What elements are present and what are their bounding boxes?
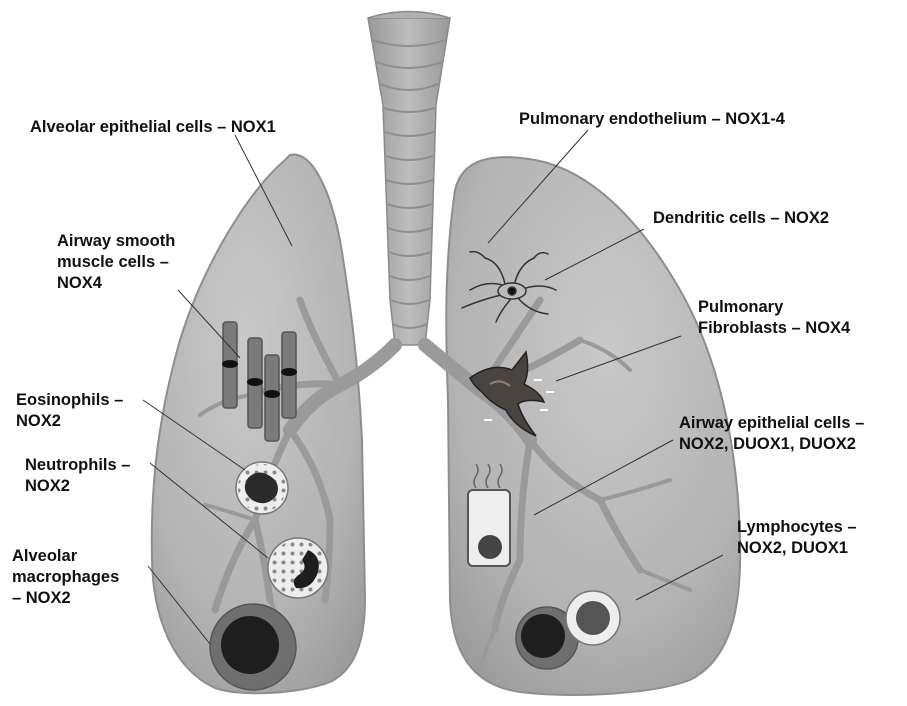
label-airway-smooth-muscle-cells: Airway smoothmuscle cells –NOX4 bbox=[57, 231, 175, 294]
neutrophil-icon bbox=[268, 538, 328, 598]
label-line: Airway epithelial cells – bbox=[679, 413, 864, 434]
label-line: Pulmonary bbox=[698, 297, 850, 318]
label-line: Airway smooth bbox=[57, 231, 175, 252]
label-line: NOX2, DUOX1, DUOX2 bbox=[679, 434, 864, 455]
label-line: Dendritic cells – NOX2 bbox=[653, 208, 829, 229]
label-pulmonary-endothelium: Pulmonary endothelium – NOX1-4 bbox=[519, 109, 785, 130]
label-line: Lymphocytes – bbox=[737, 517, 857, 538]
label-line: Alveolar epithelial cells – NOX1 bbox=[30, 117, 276, 138]
label-line: – NOX2 bbox=[12, 588, 119, 609]
label-line: NOX2, DUOX1 bbox=[737, 538, 857, 559]
lymphocyte-icon bbox=[566, 591, 620, 645]
label-dendritic-cells: Dendritic cells – NOX2 bbox=[653, 208, 829, 229]
label-alveolar-epithelial-cells: Alveolar epithelial cells – NOX1 bbox=[30, 117, 276, 138]
label-line: NOX2 bbox=[16, 411, 123, 432]
label-line: Alveolar bbox=[12, 546, 119, 567]
label-line: Pulmonary endothelium – NOX1-4 bbox=[519, 109, 785, 130]
label-line: Neutrophils – bbox=[25, 455, 130, 476]
label-neutrophils: Neutrophils –NOX2 bbox=[25, 455, 130, 497]
label-line: macrophages bbox=[12, 567, 119, 588]
label-airway-epithelial-cells: Airway epithelial cells –NOX2, DUOX1, DU… bbox=[679, 413, 864, 455]
label-lymphocytes: Lymphocytes –NOX2, DUOX1 bbox=[737, 517, 857, 559]
label-line: muscle cells – bbox=[57, 252, 175, 273]
eosinophil-icon bbox=[236, 462, 288, 514]
label-line: NOX2 bbox=[25, 476, 130, 497]
alveolar-macrophage-icon bbox=[210, 604, 296, 690]
label-line: NOX4 bbox=[57, 273, 175, 294]
label-line: Eosinophils – bbox=[16, 390, 123, 411]
trachea bbox=[368, 12, 450, 346]
label-alveolar-macrophages: Alveolarmacrophages– NOX2 bbox=[12, 546, 119, 609]
label-pulmonary-fibroblasts: PulmonaryFibroblasts – NOX4 bbox=[698, 297, 850, 339]
label-line: Fibroblasts – NOX4 bbox=[698, 318, 850, 339]
label-eosinophils: Eosinophils –NOX2 bbox=[16, 390, 123, 432]
